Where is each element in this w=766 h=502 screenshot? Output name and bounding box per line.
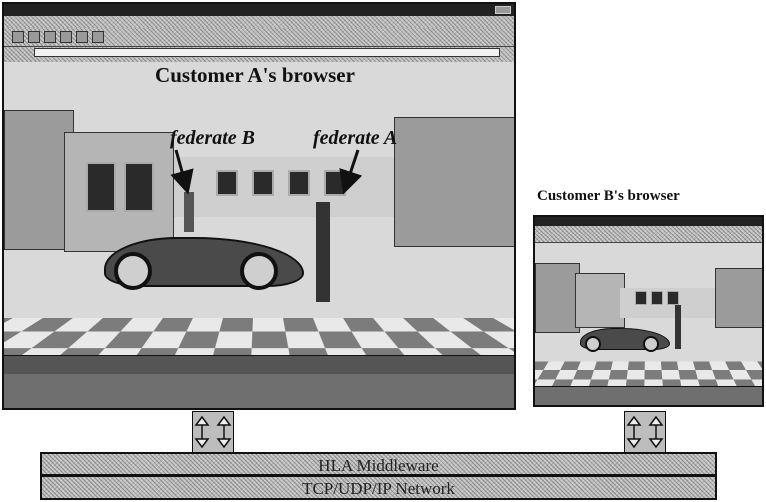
- window: [651, 291, 663, 305]
- federate-a-avatar: [675, 305, 681, 349]
- bidirectional-connector-icon: [624, 411, 666, 453]
- 3d-scene-b: [535, 243, 762, 387]
- status-bar: [535, 386, 762, 405]
- bidirectional-connector-icon: [192, 411, 234, 453]
- window: [667, 291, 679, 305]
- car-wheel: [643, 336, 659, 352]
- storefront: [575, 273, 625, 328]
- building-left: [535, 263, 580, 333]
- checkered-floor: [535, 362, 762, 387]
- window: [635, 291, 647, 305]
- hla-middleware-bar: HLA Middleware: [40, 452, 717, 476]
- toolbar: [535, 234, 762, 243]
- building-right: [715, 268, 762, 328]
- network-bar: TCP/UDP/IP Network: [40, 476, 717, 500]
- arrow-icon: [346, 150, 358, 186]
- browser-window-b: [533, 215, 764, 407]
- browser-b-label: Customer B's browser: [537, 188, 680, 205]
- arrow-icon: [176, 150, 186, 186]
- car-wheel: [585, 336, 601, 352]
